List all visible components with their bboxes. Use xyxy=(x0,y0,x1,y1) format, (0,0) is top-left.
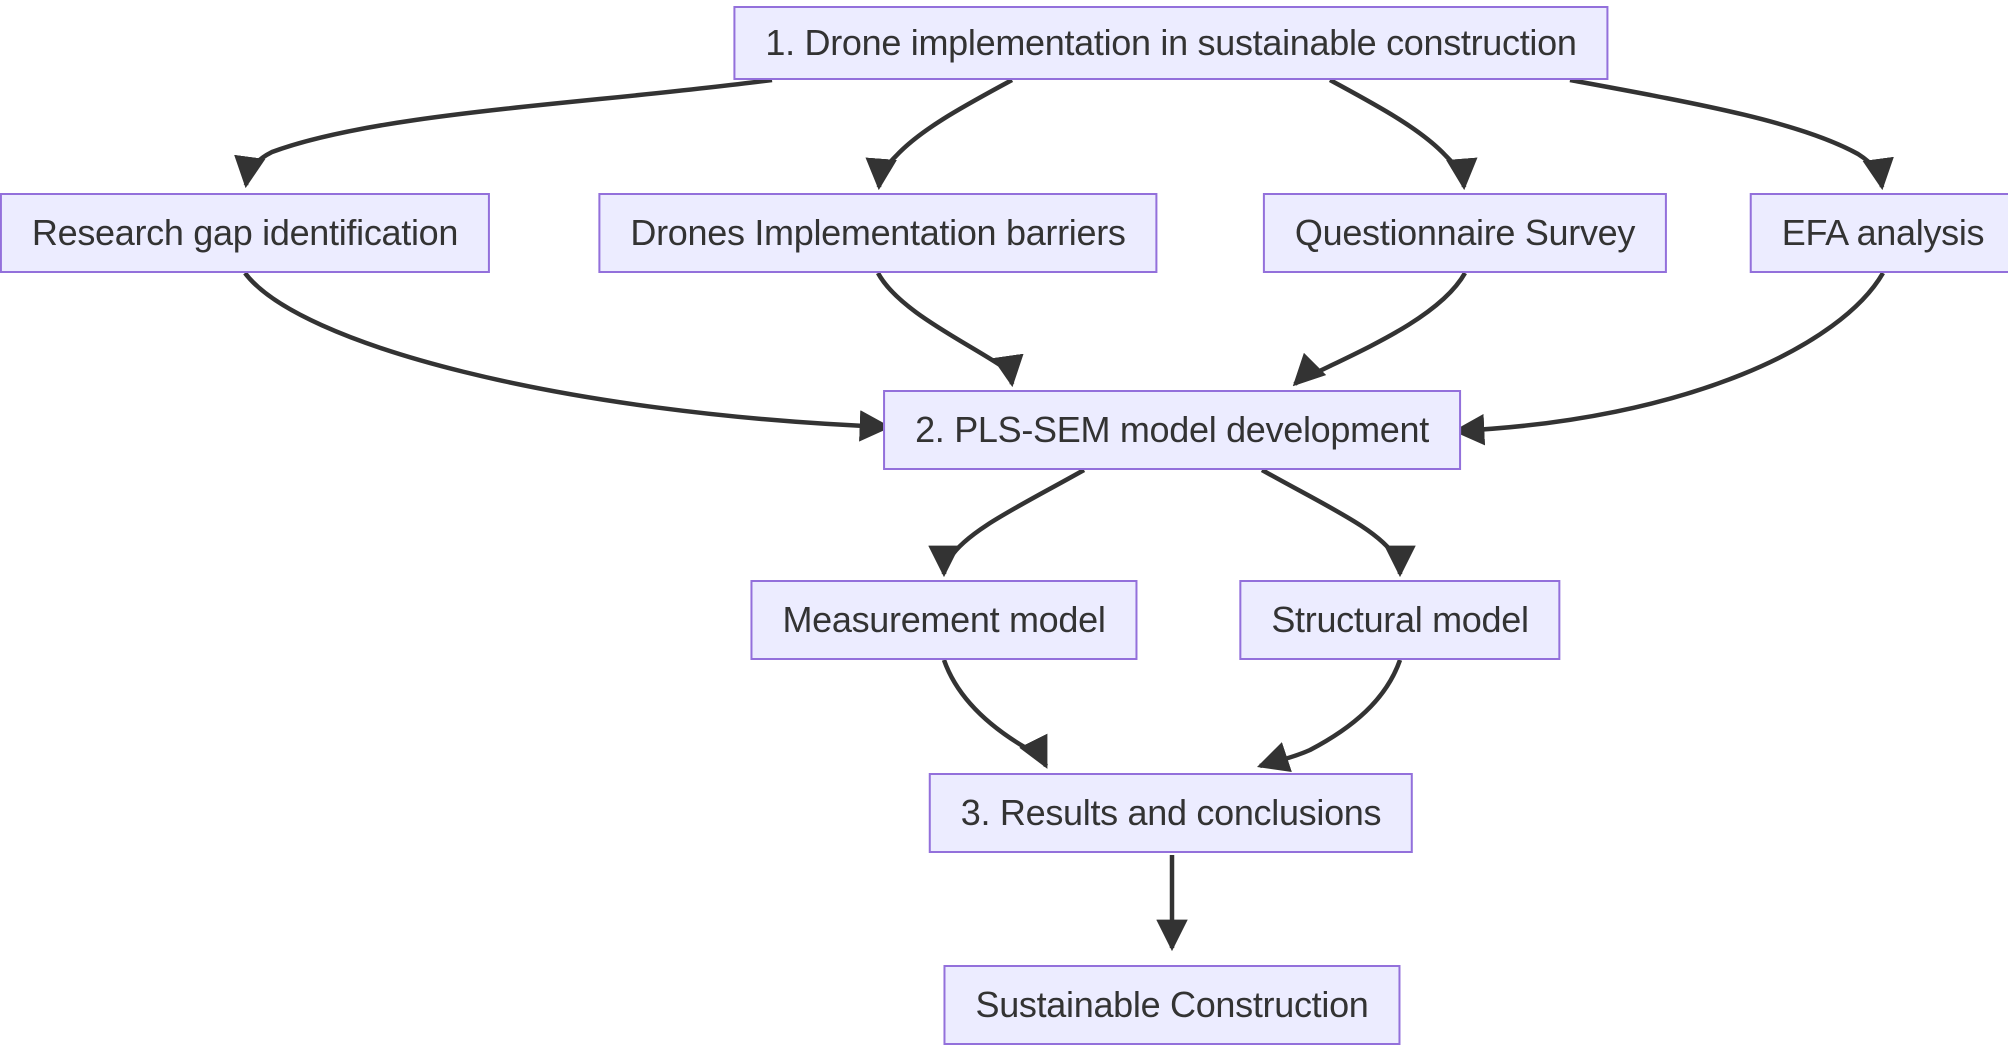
edge-questionnaire-survey-to-pls-sem xyxy=(1292,271,1467,387)
edge-measurement-model-to-results-conclusions xyxy=(941,659,1049,769)
node-pls-sem: 2. PLS-SEM model development xyxy=(883,390,1461,470)
edge-drone-implementation-to-drone-barriers xyxy=(865,78,1014,191)
node-efa-analysis: EFA analysis xyxy=(1749,193,2008,273)
node-drone-implementation-label: 1. Drone implementation in sustainable c… xyxy=(765,22,1577,63)
node-structural-model: Structural model xyxy=(1239,580,1561,660)
node-questionnaire-survey: Questionnaire Survey xyxy=(1262,193,1668,273)
node-measurement-model: Measurement model xyxy=(750,580,1138,660)
node-structural-model-label: Structural model xyxy=(1271,599,1529,640)
node-results-conclusions: 3. Results and conclusions xyxy=(928,773,1414,853)
node-results-conclusions-label: 3. Results and conclusions xyxy=(960,792,1382,833)
node-drone-barriers-label: Drones Implementation barriers xyxy=(630,212,1126,253)
edge-drone-barriers-to-pls-sem xyxy=(876,271,1024,388)
node-sustainable-construction: Sustainable Construction xyxy=(943,965,1401,1045)
node-drone-implementation: 1. Drone implementation in sustainable c… xyxy=(733,6,1609,80)
node-efa-analysis-label: EFA analysis xyxy=(1781,212,1985,253)
edge-drone-implementation-to-questionnaire-survey xyxy=(1328,78,1478,191)
edge-drone-implementation-to-research-gap xyxy=(234,77,773,189)
node-questionnaire-survey-label: Questionnaire Survey xyxy=(1294,212,1636,253)
edge-drone-implementation-to-efa-analysis xyxy=(1569,77,1894,191)
node-sustainable-construction-label: Sustainable Construction xyxy=(975,984,1369,1025)
edge-pls-sem-to-structural-model xyxy=(1260,468,1416,578)
node-research-gap: Research gap identification xyxy=(0,193,491,273)
node-pls-sem-label: 2. PLS-SEM model development xyxy=(915,409,1429,450)
edge-efa-analysis-to-pls-sem xyxy=(1452,271,1885,446)
edge-pls-sem-to-measurement-model xyxy=(928,468,1086,578)
edge-structural-model-to-results-conclusions xyxy=(1257,659,1403,772)
node-research-gap-label: Research gap identification xyxy=(31,212,459,253)
edge-research-gap-to-pls-sem xyxy=(243,271,892,442)
node-drone-barriers: Drones Implementation barriers xyxy=(598,193,1158,273)
node-measurement-model-label: Measurement model xyxy=(782,599,1106,640)
